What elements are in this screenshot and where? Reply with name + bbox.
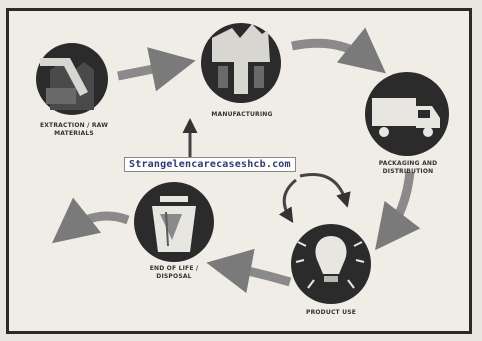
packaging-node [365, 72, 449, 156]
arrow-product-use-to-end-of-life [206, 248, 292, 294]
recycle-arrows [182, 118, 351, 224]
light-bulb-icon [295, 236, 365, 289]
trash-bin-icon [152, 196, 196, 252]
node-label-end-of-life: End of life / disposal [149, 265, 199, 280]
manufacturing-node [201, 23, 281, 103]
arrow-end-of-life-to-outside [51, 197, 130, 244]
truck-icon [372, 98, 440, 137]
arrow-curve-right [299, 173, 351, 208]
extraction-node [36, 43, 108, 115]
node-label-packaging: Packaging and distribution [378, 160, 438, 175]
arrow-extraction-to-manufacturing [117, 47, 196, 92]
arrow-curve-left [278, 178, 297, 224]
end-of-life-node [134, 182, 214, 262]
mining-icon [40, 58, 94, 110]
factory-icon [212, 24, 270, 94]
watermark-url[interactable]: Strangelencarecaseshcb.com [124, 157, 296, 172]
node-label-product-use: Product use [305, 309, 357, 316]
flow-arrows [51, 27, 421, 294]
node-label-manufacturing: Manufacturing [211, 111, 273, 118]
arrow-packaging-to-product-use [375, 171, 421, 251]
arrow-manufacturing-to-packaging [291, 27, 386, 74]
node-label-extraction: Extraction / Raw materials [39, 122, 109, 137]
product-use-node [291, 224, 371, 304]
